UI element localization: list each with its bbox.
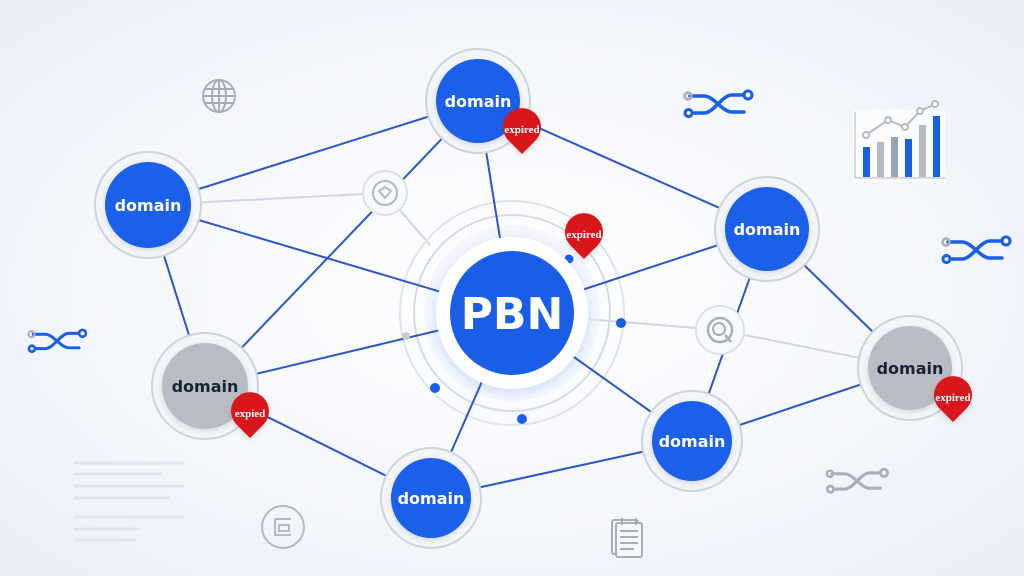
text-placeholder-lines	[74, 461, 184, 542]
svg-text:expied: expied	[235, 408, 266, 420]
bar-chart-icon	[853, 100, 945, 182]
svg-text:expired: expired	[935, 392, 970, 404]
domain-node-farright[interactable]: domain expired	[857, 315, 972, 422]
node-label: domain	[115, 196, 182, 215]
shuffle-icon	[825, 467, 890, 494]
shuffle-icon	[940, 235, 1012, 265]
globe-icon	[202, 79, 236, 113]
domain-node-top[interactable]: domain expired	[425, 48, 541, 154]
expired-badge: expired	[565, 213, 603, 259]
svg-text:expired: expired	[566, 229, 601, 241]
domain-node-bottom[interactable]: domain	[380, 447, 482, 549]
node-label: domain	[734, 220, 801, 239]
shuffle-icon	[27, 328, 88, 354]
domain-node-right[interactable]: domain	[714, 176, 820, 282]
pbn-hub[interactable]: PBN	[436, 237, 588, 389]
node-label: domain	[877, 359, 944, 378]
connection-line	[147, 100, 479, 206]
orbit-dots	[402, 254, 626, 424]
hub-label: PBN	[461, 289, 564, 340]
node-label: domain	[659, 432, 726, 451]
connection-line	[204, 100, 479, 387]
database-icon	[261, 505, 305, 549]
shield-icon	[362, 170, 408, 216]
search-icon	[695, 305, 745, 355]
svg-text:expired: expired	[504, 124, 539, 136]
node-label: domain	[398, 489, 465, 508]
expired-badge: expired	[503, 108, 541, 154]
expired-badge: expired	[934, 376, 972, 422]
shuffle-icon	[682, 89, 754, 119]
expired-badge: expied	[231, 392, 269, 438]
domain-node-lowright[interactable]: domain	[641, 390, 743, 492]
domain-node-lowleft[interactable]: domain expied	[151, 332, 269, 440]
document-icon	[611, 518, 643, 558]
domain-node-left[interactable]: domain	[94, 151, 202, 259]
node-label: domain	[172, 377, 239, 396]
node-label: domain	[445, 92, 512, 111]
